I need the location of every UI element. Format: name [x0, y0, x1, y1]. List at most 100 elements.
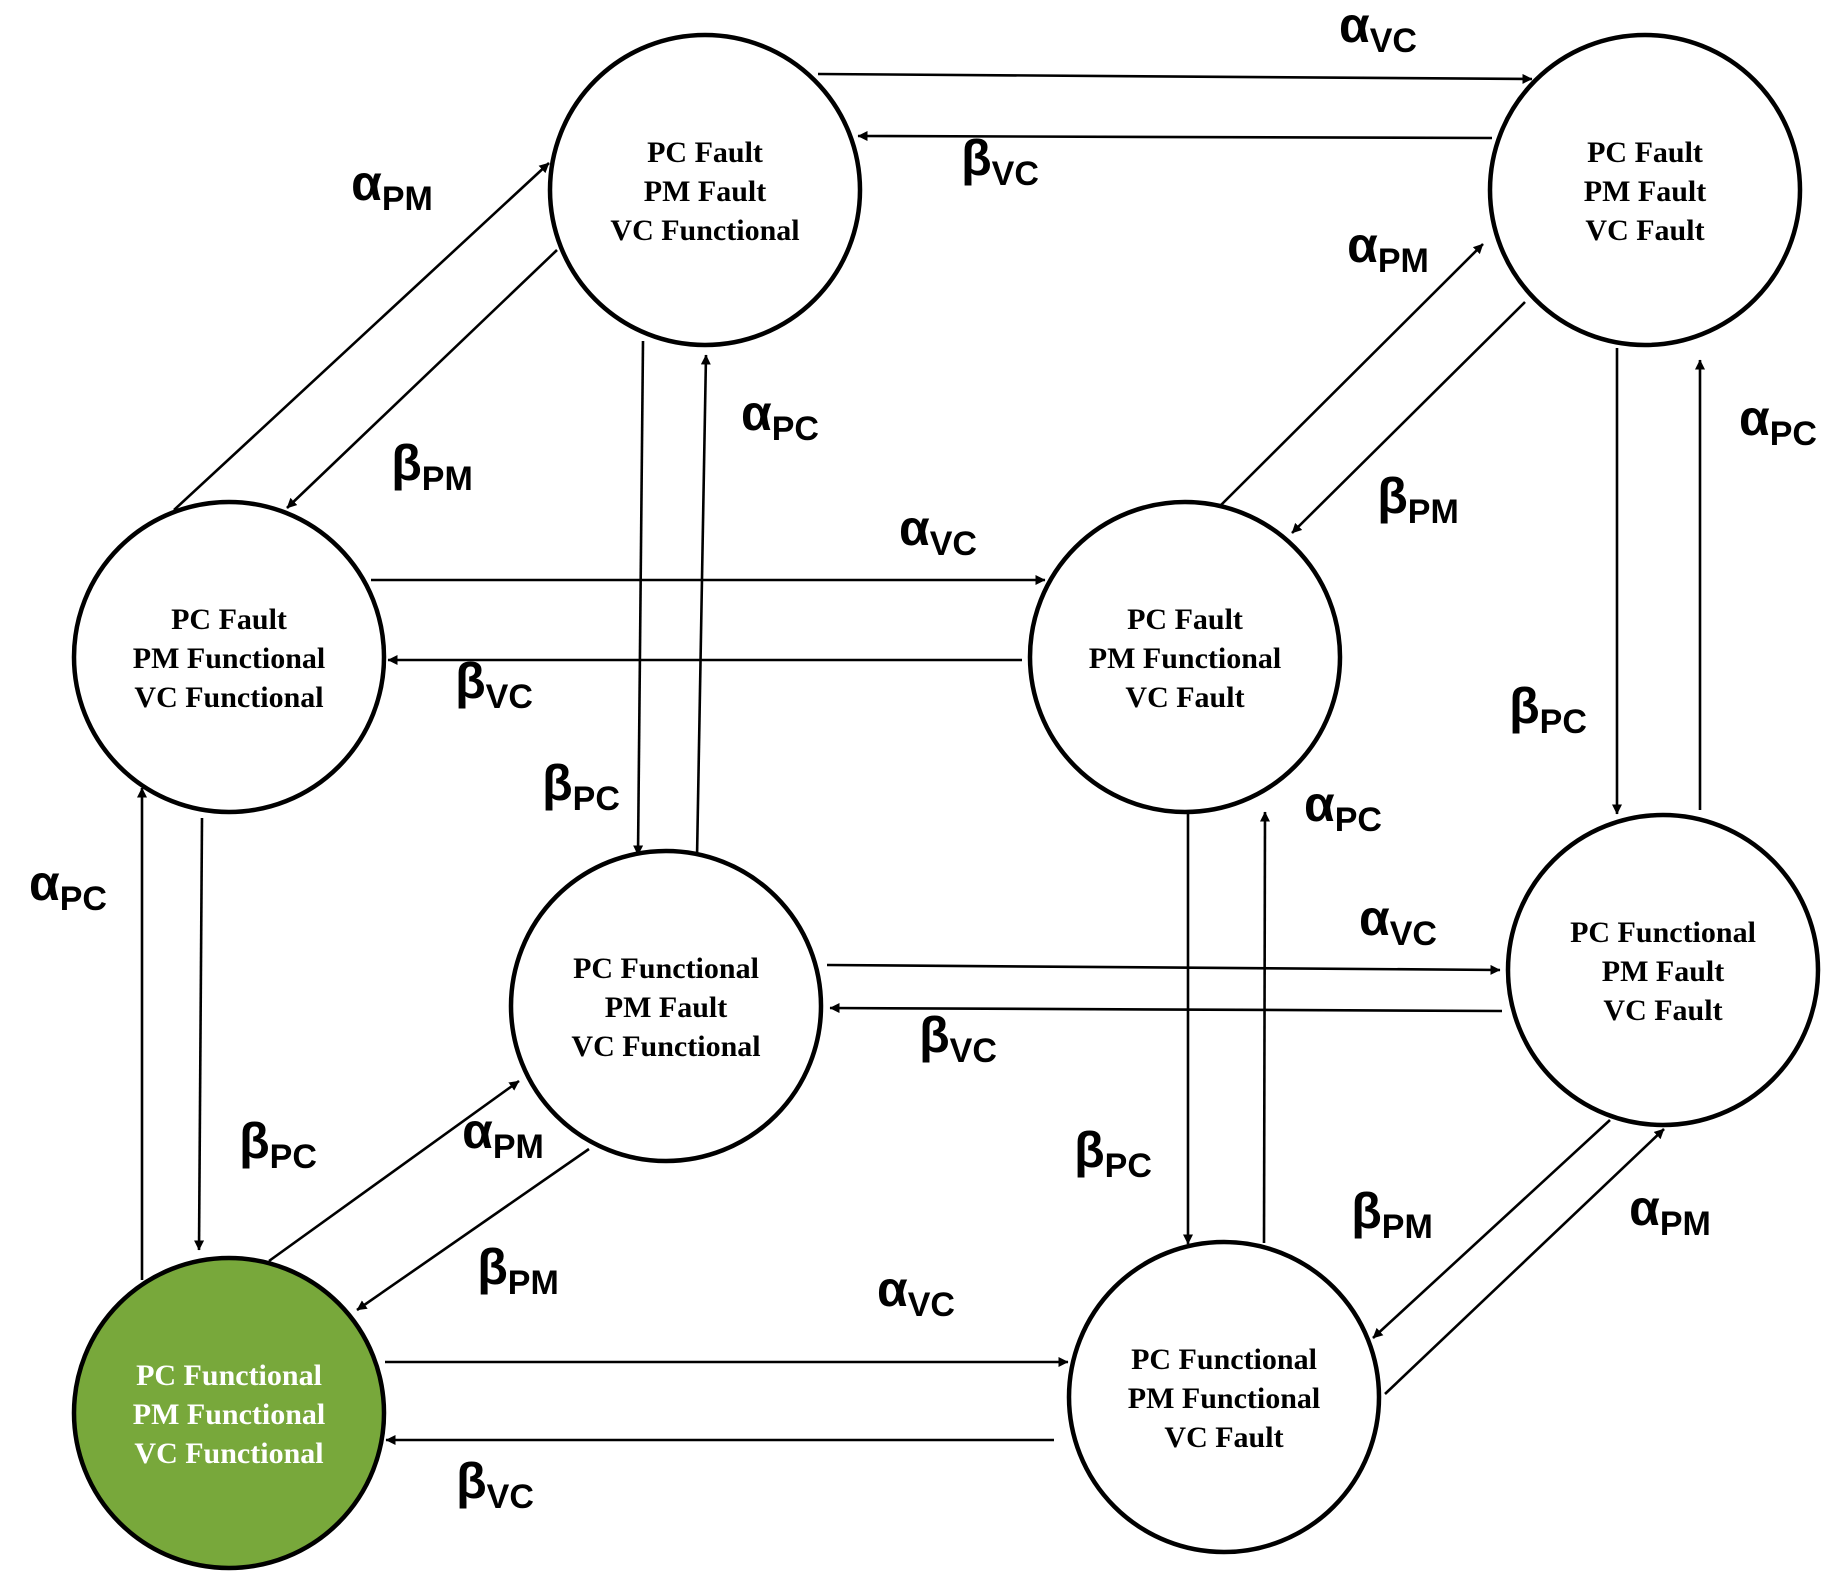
- rate-symbol: α: [1359, 890, 1390, 946]
- transition-arrow-alpha-pm: [268, 1079, 520, 1263]
- transition-arrow-beta-pc: [194, 817, 205, 1251]
- rate-label-alpha-vc: αVC: [899, 500, 977, 563]
- rate-label-beta-vc: βVC: [961, 130, 1039, 193]
- state-label-vc-functional: VC Functional: [610, 214, 799, 247]
- transition-arrow-beta-pm: [356, 1147, 590, 1312]
- state-label-vc-fault: VC Fault: [1603, 994, 1722, 1027]
- rate-label-alpha-pc: αPC: [29, 855, 107, 918]
- state-label-pm-fault: PM Fault: [644, 175, 766, 208]
- state-label-vc-fault: VC Fault: [1585, 214, 1704, 247]
- state-label-vc-functional: VC Functional: [134, 1437, 323, 1470]
- rate-symbol: β: [391, 435, 422, 491]
- rate-symbol: α: [1339, 0, 1370, 53]
- rate-symbol: β: [1377, 468, 1408, 524]
- state-label-pm-fault: PM Fault: [1602, 955, 1724, 988]
- rate-label-beta-vc: βVC: [456, 1453, 534, 1516]
- rate-subscript: VC: [487, 1478, 534, 1516]
- transition-rate-labels: αVCβVCαVCβVCαVCβVCαVCβVCαPMβPMαPMβPMαPMβ…: [29, 0, 1817, 1516]
- state-label-pc-functional: PC Functional: [1131, 1343, 1317, 1376]
- rate-subscript: PM: [493, 1128, 544, 1166]
- state-circle: [1066, 1239, 1382, 1555]
- rate-label-beta-pm: βPM: [477, 1239, 559, 1302]
- state-label-vc-fault: VC Fault: [1164, 1421, 1283, 1454]
- rate-subscript: PC: [1540, 703, 1587, 741]
- state-label-pc-functional: PC Functional: [136, 1359, 322, 1392]
- rate-symbol: β: [542, 755, 573, 811]
- rate-subscript: PC: [1105, 1147, 1152, 1185]
- initial-state-circle: [71, 1255, 387, 1571]
- rate-symbol: α: [1347, 217, 1378, 273]
- state-label-vc-fault: VC Fault: [1125, 681, 1244, 714]
- rate-subscript: PM: [422, 460, 473, 498]
- rate-label-beta-pm: βPM: [1377, 468, 1459, 531]
- rate-label-alpha-pm: αPM: [462, 1103, 544, 1166]
- state-circle: [1487, 32, 1803, 348]
- state-node-pc-functional-pm-functional-vc-fault: PC Functional PM Functional VC Fault: [1066, 1239, 1382, 1555]
- rate-symbol: α: [899, 500, 930, 556]
- rate-subscript: PM: [1408, 493, 1459, 531]
- state-circle: [71, 499, 387, 815]
- transition-arrow-alpha-vc: [826, 963, 1501, 975]
- rate-label-alpha-pm: αPM: [1629, 1180, 1711, 1243]
- rate-subscript: VC: [1390, 915, 1437, 953]
- state-label-pc-fault: PC Fault: [647, 136, 763, 169]
- rate-label-beta-pc: βPC: [239, 1113, 317, 1176]
- rate-symbol: α: [351, 155, 382, 211]
- transition-arrow-beta-pm: [286, 249, 558, 509]
- rate-symbol: α: [1739, 390, 1770, 446]
- rate-symbol: β: [1509, 678, 1540, 734]
- state-label-pm-functional: PM Functional: [1089, 642, 1282, 675]
- rate-label-alpha-vc: αVC: [1359, 890, 1437, 953]
- state-node-pc-fault-pm-fault-vc-functional: PC Fault PM Fault VC Functional: [547, 32, 863, 348]
- state-label-pm-fault: PM Fault: [605, 991, 727, 1024]
- state-label-pm-functional: PM Functional: [1128, 1382, 1321, 1415]
- rate-subscript: PC: [772, 410, 819, 448]
- state-circle: [508, 848, 824, 1164]
- state-node-pc-fault-pm-functional-vc-fault: PC Fault PM Functional VC Fault: [1027, 499, 1343, 815]
- rate-subscript: VC: [908, 1286, 955, 1324]
- transition-arrow-beta-pm: [1291, 301, 1526, 534]
- rate-label-alpha-vc: αVC: [877, 1261, 955, 1324]
- transition-arrow-beta-pm: [1372, 1119, 1611, 1339]
- rate-subscript: VC: [992, 155, 1039, 193]
- rate-symbol: β: [239, 1113, 270, 1169]
- state-circle: [547, 32, 863, 348]
- state-label-vc-functional: VC Functional: [134, 681, 323, 714]
- state-circle: [1027, 499, 1343, 815]
- rate-symbol: α: [462, 1103, 493, 1159]
- rate-subscript: VC: [1370, 22, 1417, 60]
- state-label-pc-fault: PC Fault: [1127, 603, 1243, 636]
- rate-subscript: PC: [60, 880, 107, 918]
- rate-label-alpha-pc: αPC: [741, 385, 819, 448]
- rate-subscript: PM: [508, 1264, 559, 1302]
- rate-symbol: α: [741, 385, 772, 441]
- rate-label-beta-pc: βPC: [1074, 1122, 1152, 1185]
- transition-arrow-alpha-pm: [1219, 243, 1484, 507]
- state-label-pc-functional: PC Functional: [573, 952, 759, 985]
- rate-symbol: β: [961, 130, 992, 186]
- rate-label-beta-vc: βVC: [919, 1007, 997, 1070]
- rate-label-beta-pc: βPC: [542, 755, 620, 818]
- rate-label-alpha-pc: αPC: [1304, 776, 1382, 839]
- transition-arrow-beta-pc: [633, 340, 645, 856]
- rate-subscript: VC: [930, 525, 977, 563]
- state-circle: [1505, 812, 1821, 1128]
- rate-symbol: β: [1351, 1183, 1382, 1239]
- rate-label-alpha-pm: αPM: [1347, 217, 1429, 280]
- rate-symbol: β: [1074, 1122, 1105, 1178]
- transition-arrow-alpha-pc: [1259, 811, 1270, 1244]
- state-label-pm-functional: PM Functional: [133, 642, 326, 675]
- rate-symbol: β: [477, 1239, 508, 1295]
- rate-subscript: PC: [270, 1138, 317, 1176]
- rate-symbol: α: [877, 1261, 908, 1317]
- rate-label-alpha-pm: αPM: [351, 155, 433, 218]
- rate-symbol: β: [456, 1453, 487, 1509]
- transition-arrow-alpha-pc: [695, 354, 711, 859]
- rate-subscript: PC: [1335, 801, 1382, 839]
